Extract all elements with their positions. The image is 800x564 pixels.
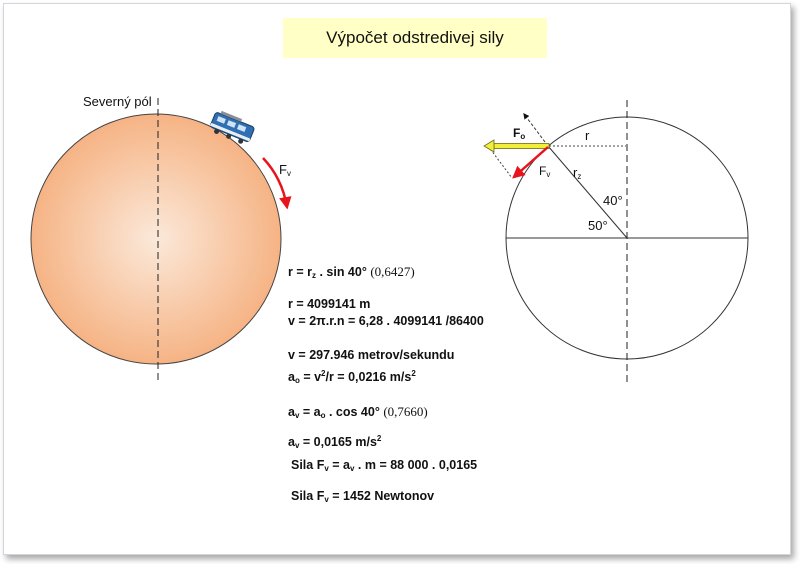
fo-label: Fo (513, 126, 526, 141)
angle-50-label: 50° (588, 218, 608, 233)
r-label: r (585, 128, 590, 143)
left-force-label: Fv (279, 162, 291, 178)
fo-construction-line (523, 113, 549, 147)
right-cross-section-diagram (483, 100, 749, 383)
fv-force-arrow (512, 146, 549, 179)
equation-force-result: Sila Fv = 1452 Newtonov (291, 489, 435, 504)
train-icon (210, 110, 255, 144)
equation-av-value: av = 0,0165 m/s2 (288, 434, 382, 450)
fv-label: Fv (539, 164, 551, 179)
radius-rz-line (547, 145, 628, 239)
equation-r-value: r = 4099141 m (288, 297, 371, 311)
rz-label: rz (573, 165, 582, 181)
fo-force-arrow (483, 139, 550, 153)
slide-title: Výpočet odstredivej sily (283, 18, 547, 58)
north-pole-label: Severný pól (83, 94, 152, 109)
equation-v-formula: v = 2π.r.n = 6,28 . 4099141 /86400 (288, 314, 484, 328)
equation-force-formula: Sila Fv = av . m = 88 000 . 0,0165 (291, 458, 478, 473)
angle-40-label: 40° (603, 193, 623, 208)
left-globe-diagram (30, 98, 292, 380)
parallelogram-line-1 (487, 145, 513, 179)
equation-ao: ao = v2/r = 0,0216 m/s2 (288, 369, 416, 385)
equation-r-sin: r = rz . sin 40° (0,6427) (288, 264, 415, 280)
equation-av-cos: av = ao . cos 40° (0,7660) (288, 404, 428, 420)
equation-v-value: v = 297.946 metrov/sekundu (288, 348, 455, 362)
rotation-arrow (262, 157, 292, 210)
globe (30, 113, 282, 365)
